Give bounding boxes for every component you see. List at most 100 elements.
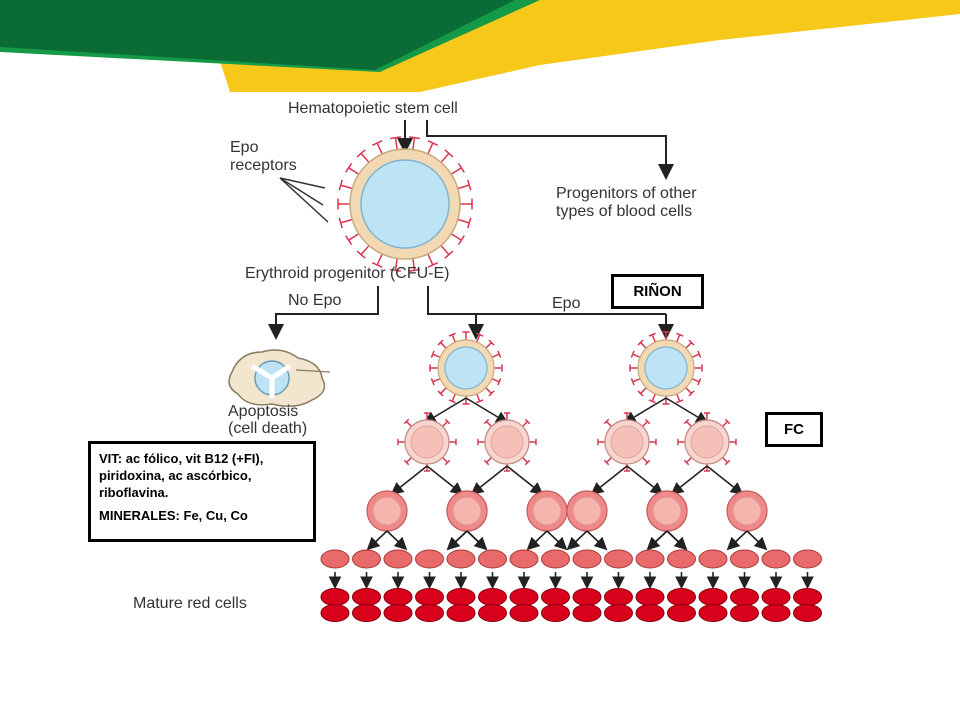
mature-red-cell (667, 588, 696, 606)
epo-receptor (457, 235, 465, 246)
cell-nucleus (652, 496, 682, 526)
arrow (646, 530, 668, 551)
arrow (670, 465, 708, 495)
epo-receptor (497, 378, 502, 386)
epo-receptor (457, 162, 465, 173)
epo-receptor (605, 420, 612, 427)
mature-red-cell (572, 604, 602, 622)
epo-receptor (440, 342, 447, 349)
epo-receptor (483, 459, 490, 466)
cell-nucleus (452, 496, 482, 526)
epo-receptor (440, 387, 447, 394)
epo-receptor-ring (337, 136, 473, 272)
reticulocyte (415, 549, 444, 569)
arrow (546, 530, 568, 551)
epo-receptor (724, 459, 731, 466)
epo-receptor (442, 457, 449, 464)
cell-nucleus (690, 425, 724, 459)
epo-receptor (467, 179, 472, 191)
epo-receptor (685, 420, 692, 427)
mature-red-cell (793, 604, 822, 622)
epo-receptor (640, 387, 647, 394)
epo-receptor (683, 459, 690, 466)
mature-red-cell (635, 588, 665, 606)
epo-receptor (644, 418, 651, 425)
cell-nucleus (532, 496, 562, 526)
epo-receptor (444, 149, 454, 158)
epo-receptor (724, 418, 731, 425)
mature-red-cell (698, 588, 728, 606)
epo-receptor (676, 393, 681, 402)
epo-receptor (356, 250, 366, 259)
epo-receptor (488, 339, 495, 346)
epo-receptor (637, 339, 644, 346)
arrow (566, 530, 588, 551)
epo-receptor (630, 350, 635, 358)
reticulocyte (478, 549, 507, 569)
proerythroblast (597, 412, 657, 472)
epo-receptor (440, 152, 450, 163)
cell-nucleus (490, 425, 524, 459)
mature-red-cell (383, 604, 413, 622)
epo-receptor (394, 137, 398, 150)
apoptosis-label: Apoptosis (cell death) (228, 403, 307, 437)
epo-receptor (442, 420, 449, 427)
reticulocyte (604, 549, 633, 569)
arrow (386, 530, 408, 551)
erythroblast (646, 490, 688, 532)
mature-red-cell (320, 588, 350, 606)
epo-receptor (451, 334, 456, 343)
fc-label: FC (784, 421, 804, 438)
epo-receptor (371, 140, 383, 146)
mature-red-cell (761, 604, 791, 622)
epo-receptor (437, 390, 444, 397)
epo-receptor (722, 420, 729, 427)
epo-receptor (430, 350, 435, 358)
epo-receptor (448, 332, 456, 337)
epo-receptor (360, 245, 370, 256)
arrow (706, 465, 744, 495)
early-erythroblast (629, 331, 703, 405)
epo-receptor (403, 418, 410, 425)
epo-receptor (427, 253, 434, 266)
apoptotic-cell (228, 349, 331, 407)
arrow (426, 465, 464, 495)
erythroid-cell-generations (320, 331, 822, 622)
mature-red-cell (698, 604, 728, 622)
cell-nucleus (410, 425, 444, 459)
epo-receptor (427, 140, 439, 146)
epo-receptor (444, 459, 451, 466)
epo-receptor (405, 457, 412, 464)
epo-receptor (644, 459, 651, 466)
epo-receptor (376, 142, 383, 155)
epo-receptor (632, 378, 641, 383)
epo-receptor (440, 245, 450, 256)
reticulocyte (793, 549, 822, 569)
epo-receptor (685, 457, 692, 464)
mature-red-cell (667, 604, 696, 622)
reticulocyte (446, 549, 476, 569)
mature-red-cell (320, 604, 350, 622)
arrow (366, 530, 388, 551)
epo-receptor (437, 339, 444, 346)
mature-red-cell (572, 588, 602, 606)
epo-receptor (371, 262, 383, 268)
epo-receptor (444, 250, 454, 259)
epo-receptor (345, 162, 353, 173)
mature-red-cell (478, 588, 507, 606)
reticulocyte (761, 549, 791, 569)
arrow (526, 530, 548, 551)
reticulocyte (572, 549, 602, 569)
minerals-text: MINERALES: Fe, Cu, Co (99, 508, 248, 523)
epo-receptor (376, 253, 383, 266)
reticulocyte (509, 549, 539, 569)
epo-receptor (394, 258, 398, 271)
epo-receptor (348, 233, 360, 241)
epo-receptor (427, 262, 439, 268)
mature-red-cell (478, 604, 507, 622)
epo-receptor (605, 457, 612, 464)
epo-receptor (642, 420, 649, 427)
proerythroblast (397, 412, 457, 472)
epo-receptors-label: Epo receptors (230, 139, 297, 174)
epo-receptor (630, 378, 635, 386)
